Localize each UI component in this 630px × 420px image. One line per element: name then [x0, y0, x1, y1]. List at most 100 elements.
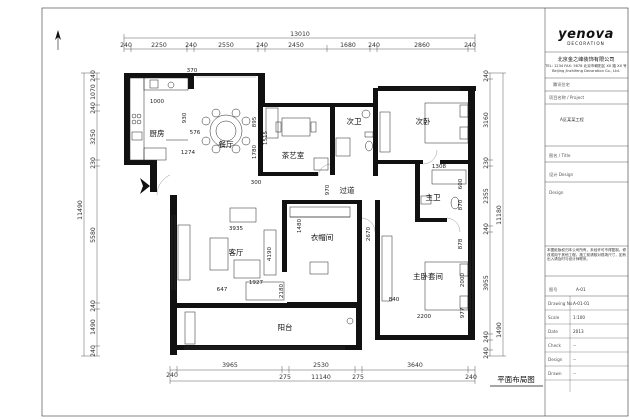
client-label: 腾讯住宅 [553, 81, 570, 88]
living-furniture [177, 207, 285, 301]
sheet-border [41, 7, 629, 417]
dim-bottom-total: 11140 [311, 374, 331, 381]
tb-field3: 图名 / Title [549, 152, 571, 159]
dim-master-2200: 2200 [417, 314, 432, 320]
company-name: 北京金之峰装饰有限公司 [557, 55, 614, 63]
room-balcony: 阳台 [278, 322, 293, 332]
dim-top-8: 2860 [414, 42, 430, 49]
dim-living-1927: 1927 [249, 280, 264, 286]
company-line-1: TEL: 1234 FAX: 5678 北京市朝阳区 XX 路 XX 号 [544, 63, 627, 68]
dim-dining-1274: 1274 [181, 150, 196, 156]
dim-bath-870: 870 [458, 199, 464, 210]
dim-bath-600: 600 [458, 178, 464, 189]
room-living: 客厅 [229, 247, 244, 257]
entrance-arrow-icon [140, 178, 150, 194]
master-suite-furniture [381, 235, 469, 311]
dim-top-6: 1680 [340, 42, 356, 49]
dim-top-total: 13010 [290, 31, 310, 38]
dim-right-8: 240 [483, 347, 490, 359]
room-second-bath: 次卫 [347, 116, 362, 126]
dim-tea-895: 895 [252, 116, 258, 127]
dim-living-647: 647 [217, 287, 228, 293]
svg-text:2013: 2013 [573, 329, 584, 334]
dim-master-840: 840 [389, 297, 400, 303]
company-logo-sub: DECORATION [567, 41, 605, 46]
dim-cloak-2670: 2670 [366, 226, 372, 241]
right-dimension-chain: 11180 240 3160 230 2355 240 3955 240 149… [483, 70, 506, 359]
windows [171, 74, 474, 350]
master-bath-fixtures [420, 169, 467, 210]
dim-left-1: 1070 [90, 84, 97, 100]
dim-bottom-5: 3640 [407, 362, 423, 369]
svg-text:Drawn: Drawn [548, 371, 562, 376]
dim-cloak-1480: 1480 [297, 218, 303, 233]
dim-left-6: 240 [90, 300, 97, 312]
dim-left-5: 5580 [90, 227, 97, 243]
dim-left-7: 1490 [90, 319, 97, 335]
dim-top-1: 2250 [151, 42, 167, 49]
tea-room-furniture [265, 107, 329, 171]
tb-row-3: Check -- [545, 343, 628, 353]
dim-top-5: 2450 [288, 42, 304, 49]
dim-left-total: 11490 [77, 200, 84, 220]
kitchen-fixtures [129, 77, 189, 161]
svg-text:--: -- [573, 357, 577, 362]
dim-kitchen-930: 930 [182, 112, 188, 123]
tb-row-5: Drawn -- [545, 371, 628, 381]
dim-top-3: 2550 [218, 42, 234, 49]
tb-row-2: Date 2013 [545, 329, 628, 339]
dim-left-8: 240 [90, 345, 97, 357]
dim-kitchen-w: 1000 [150, 99, 165, 105]
dim-left-0: 240 [90, 70, 97, 82]
dining-table [201, 108, 251, 154]
dim-master-2000: 2000 [460, 272, 466, 287]
dim-right-4: 240 [483, 223, 490, 235]
bottom-dimension-chain: 240 3965 275 2530 275 3640 240 11140 [166, 362, 477, 384]
dim-bottom-1: 3965 [222, 362, 238, 369]
top-dimension-chain: 13010 240 2250 240 2550 240 2450 1680 24… [120, 31, 476, 52]
tb-field5: Design [549, 190, 564, 195]
dim-tea-1515: 1515 [263, 130, 269, 145]
dim-right-3: 2355 [483, 188, 490, 204]
dim-kitchen-576: 576 [190, 130, 201, 136]
svg-text:Design: Design [548, 357, 563, 362]
dim-corridor-970: 970 [325, 184, 331, 195]
plan-title-block: 平面布局图 [490, 374, 543, 387]
dim-top-2: 240 [185, 42, 197, 49]
company-line-2: Beijing Jinzhifeng Decoration Co., Ltd. [552, 69, 620, 73]
svg-text:1:100: 1:100 [573, 315, 585, 320]
svg-text:Date: Date [548, 329, 558, 334]
dim-right-total: 11180 [496, 205, 503, 225]
dim-living-2180: 2180 [279, 283, 285, 298]
dim-top-7: 240 [368, 42, 380, 49]
cloakroom-furniture [289, 206, 351, 275]
north-arrow-icon [55, 30, 61, 50]
dim-bath-878: 878 [458, 238, 464, 249]
door-swings [156, 149, 461, 233]
second-bedroom-bed [379, 102, 469, 153]
svg-text:A-01-01: A-01-01 [573, 301, 590, 306]
dim-top-4: 240 [256, 42, 268, 49]
svg-text:--: -- [573, 371, 577, 376]
plan-no-label: 图号 [549, 287, 557, 293]
walls [124, 73, 476, 355]
dim-bottom-3: 2530 [313, 362, 329, 369]
left-dimension-chain: 11490 240 1070 240 3250 230 5580 240 149… [77, 70, 100, 357]
room-master-suite: 主卧套间 [413, 271, 443, 281]
dim-kitchen-top: 370 [187, 68, 198, 74]
tb-note: 本图纸版权归本公司所有，未经许可不得复制、修改或用于其他工程。施工前请核对现场尺… [547, 248, 627, 262]
dim-right-2: 230 [483, 157, 490, 169]
dim-right-7: 1490 [496, 322, 503, 338]
second-bath-fixtures [335, 109, 374, 157]
plan-no: A-01 [576, 287, 586, 292]
plan-title: 平面布局图 [497, 374, 535, 384]
dim-bottom-4: 275 [352, 374, 364, 381]
svg-text:Drawing No.: Drawing No. [548, 301, 574, 306]
tb-field4: 设计 Design [549, 171, 574, 178]
dim-left-4: 230 [90, 157, 97, 169]
svg-text:Scale: Scale [548, 315, 560, 320]
dim-tea-1780: 1780 [252, 144, 258, 159]
balcony-fixtures [184, 311, 354, 345]
room-cloakroom: 衣帽间 [311, 232, 334, 242]
dim-living-4190: 4190 [267, 246, 273, 261]
